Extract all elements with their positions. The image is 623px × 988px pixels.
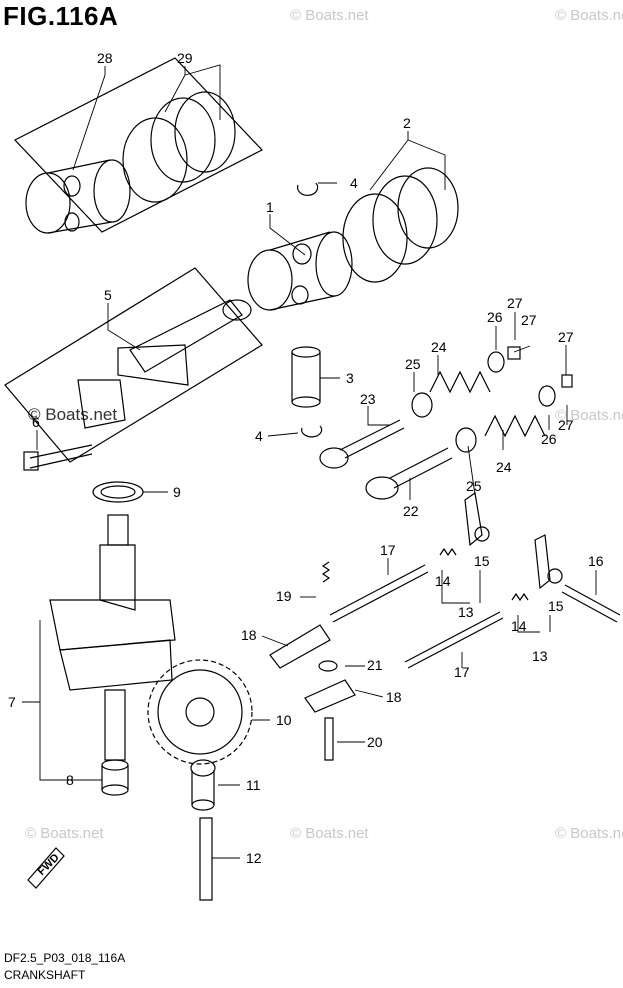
oil-seal bbox=[92, 481, 144, 503]
callout-13: 13 bbox=[532, 648, 548, 664]
timing-gear bbox=[147, 659, 253, 765]
figure-name: CRANKSHAFT bbox=[4, 968, 86, 982]
callout-9: 9 bbox=[173, 484, 181, 500]
piston-ring bbox=[174, 91, 236, 173]
spring-retainer bbox=[538, 385, 556, 407]
callout-24: 24 bbox=[431, 339, 447, 355]
callout-4: 4 bbox=[255, 428, 263, 444]
piston-ring bbox=[397, 167, 459, 249]
adjust-nut bbox=[547, 568, 563, 584]
watermark: © Boats.net bbox=[290, 825, 369, 842]
callout-10: 10 bbox=[276, 712, 292, 728]
callout-29: 29 bbox=[177, 50, 193, 66]
piston-pin-clip bbox=[296, 182, 319, 196]
rocker-spring bbox=[439, 547, 457, 557]
callout-8: 8 bbox=[66, 772, 74, 788]
callout-11: 11 bbox=[246, 777, 261, 793]
pushrod bbox=[199, 817, 213, 901]
watermark: © Boats.net bbox=[555, 825, 623, 842]
callout-15: 15 bbox=[548, 598, 564, 614]
watermark: © Boats.net bbox=[555, 407, 623, 424]
figure-title: FIG.116A bbox=[3, 1, 119, 31]
piston bbox=[247, 231, 353, 311]
callout-3: 3 bbox=[346, 370, 354, 386]
watermark: © Boats.net bbox=[555, 7, 623, 24]
callout-26: 26 bbox=[487, 309, 503, 325]
callout-28: 28 bbox=[97, 50, 113, 66]
callout-27: 27 bbox=[558, 329, 574, 345]
washer bbox=[318, 660, 338, 672]
callout-14: 14 bbox=[435, 573, 451, 589]
watermark: © Boats.net bbox=[25, 825, 104, 842]
piston-set-box bbox=[14, 57, 263, 233]
callout-15: 15 bbox=[474, 553, 490, 569]
callout-16: 16 bbox=[588, 553, 604, 569]
callout-21: 21 bbox=[367, 657, 383, 673]
valve-cotter bbox=[561, 374, 573, 388]
rocker-shaft-upper bbox=[329, 564, 429, 623]
callout-27: 27 bbox=[558, 417, 574, 433]
piston-pin bbox=[291, 346, 321, 408]
valve-cotter bbox=[507, 346, 521, 360]
callout-2: 2 bbox=[403, 115, 411, 131]
callout-24: 24 bbox=[496, 459, 512, 475]
callout-14: 14 bbox=[511, 618, 527, 634]
valve-spring bbox=[429, 370, 491, 394]
callout-6: 6 bbox=[32, 414, 40, 430]
callout-13: 13 bbox=[458, 604, 474, 620]
piston-ring bbox=[342, 193, 408, 283]
callout-27: 27 bbox=[507, 295, 523, 311]
callout-23: 23 bbox=[360, 391, 376, 407]
callout-18: 18 bbox=[386, 689, 402, 705]
crank-bushing bbox=[101, 759, 129, 796]
connecting-rod-bolt bbox=[23, 444, 93, 471]
callout-17: 17 bbox=[380, 542, 396, 558]
callout-27: 27 bbox=[521, 312, 537, 328]
watermark: © Boats.net bbox=[290, 7, 369, 24]
callout-22: 22 bbox=[403, 503, 419, 519]
callout-26: 26 bbox=[541, 431, 557, 447]
callout-12: 12 bbox=[246, 850, 262, 866]
piston-in-box bbox=[25, 159, 131, 234]
rocker-shaft-16 bbox=[561, 584, 621, 623]
governor-lever-lower bbox=[304, 679, 356, 713]
callout-4: 4 bbox=[350, 175, 358, 191]
connecting-rod-box bbox=[4, 267, 263, 463]
callout-25: 25 bbox=[466, 478, 482, 494]
callout-7: 7 bbox=[8, 694, 16, 710]
valve-intake bbox=[319, 419, 405, 469]
callout-17: 17 bbox=[454, 664, 470, 680]
piston-pin-clip bbox=[301, 425, 323, 438]
crankshaft bbox=[49, 514, 176, 761]
governor-spring bbox=[321, 561, 331, 583]
rocker-shaft-lower bbox=[404, 611, 504, 669]
callout-19: 19 bbox=[276, 588, 292, 604]
governor-lever-upper bbox=[269, 624, 331, 669]
valve-spring bbox=[484, 414, 546, 438]
callout-25: 25 bbox=[405, 356, 421, 372]
connecting-rod bbox=[77, 299, 252, 429]
rocker-arm bbox=[464, 491, 483, 547]
spring-retainer bbox=[487, 351, 505, 373]
watermark: © Boats.net bbox=[28, 405, 117, 424]
governor-pin bbox=[324, 717, 334, 761]
valve-seat-25 bbox=[411, 392, 433, 418]
figure-code: DF2.5_P03_018_116A bbox=[4, 951, 126, 965]
adjust-nut bbox=[474, 526, 490, 542]
callout-1: 1 bbox=[266, 199, 274, 215]
valve-exhaust bbox=[365, 447, 453, 500]
piston-ring bbox=[372, 175, 438, 265]
valve-seat-25 bbox=[455, 427, 477, 453]
rocker-spring bbox=[511, 592, 529, 602]
callout-5: 5 bbox=[104, 287, 112, 303]
piston-ring bbox=[150, 97, 216, 183]
fwd-arrow-icon bbox=[27, 847, 65, 889]
rocker-arm bbox=[534, 534, 551, 590]
callout-20: 20 bbox=[367, 734, 383, 750]
tappet bbox=[190, 759, 216, 811]
callout-18: 18 bbox=[241, 627, 257, 643]
